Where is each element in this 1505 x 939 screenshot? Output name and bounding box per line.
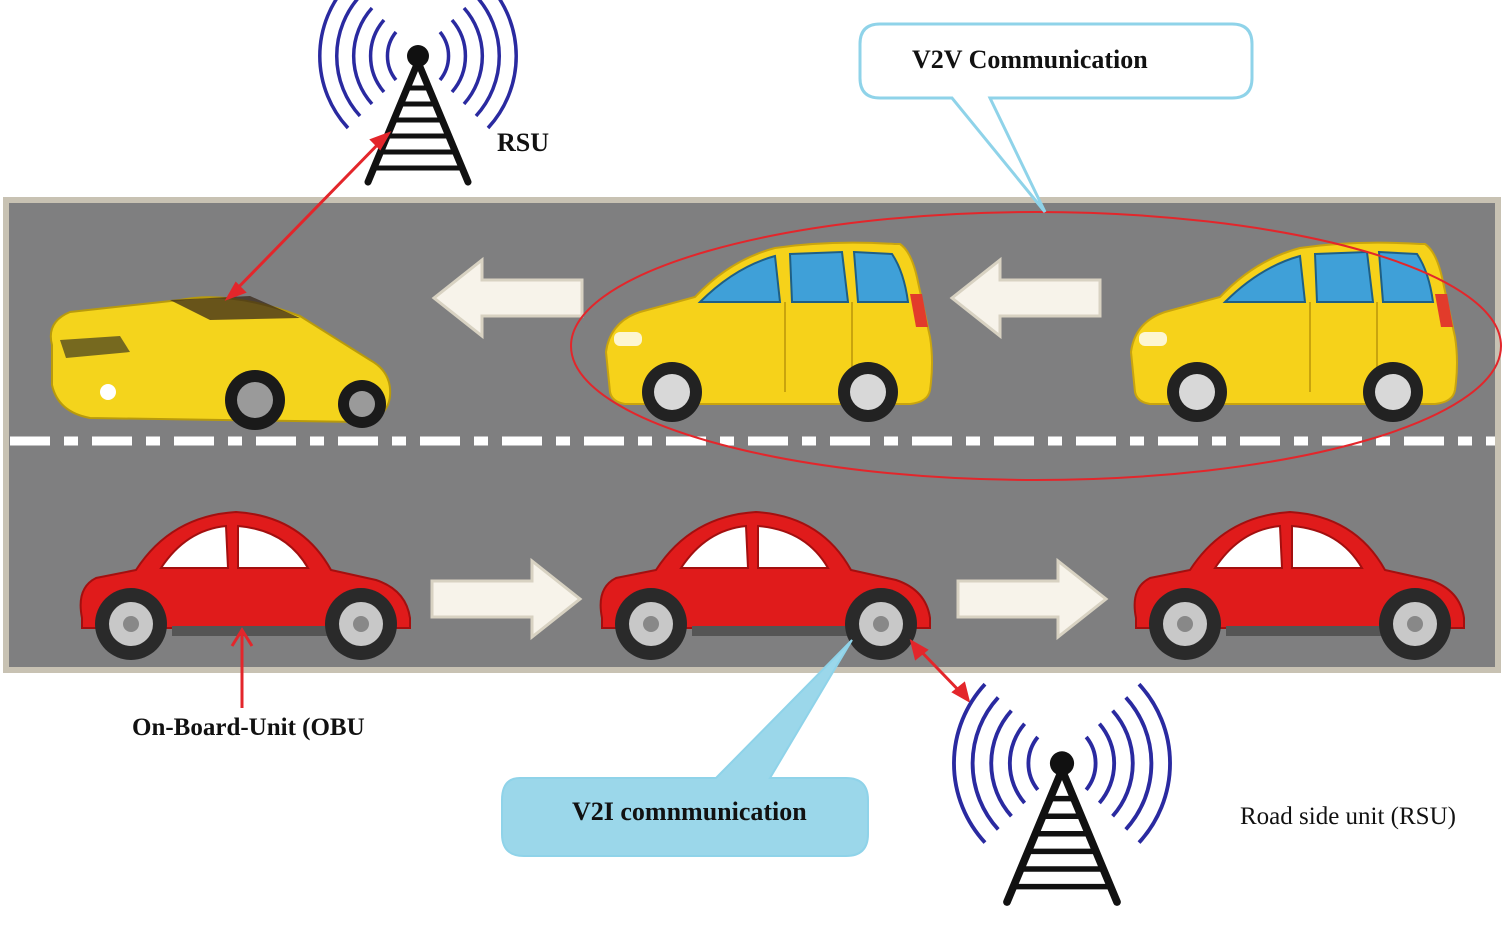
radio-tower-icon [952,682,1172,902]
v2v-callout: V2V Communication [858,22,1254,213]
v2v-label: V2V Communication [912,45,1148,74]
radio-tower-icon [318,0,518,182]
rsu-to-car-link [224,131,392,301]
v2v-group-ellipse [570,211,1502,481]
v2i-callout: V2I comnmunication [501,639,869,857]
v2i-label: V2I comnmunication [572,797,807,826]
sports-car-icon [49,296,392,430]
obu-label: On-Board-Unit (OBU [132,714,365,741]
car-to-rsu-link [909,638,971,704]
rsu-bottom-label: Road side unit (RSU) [1240,803,1456,830]
obu-pointer [230,627,254,708]
rsu-top-label: RSU [497,128,549,157]
